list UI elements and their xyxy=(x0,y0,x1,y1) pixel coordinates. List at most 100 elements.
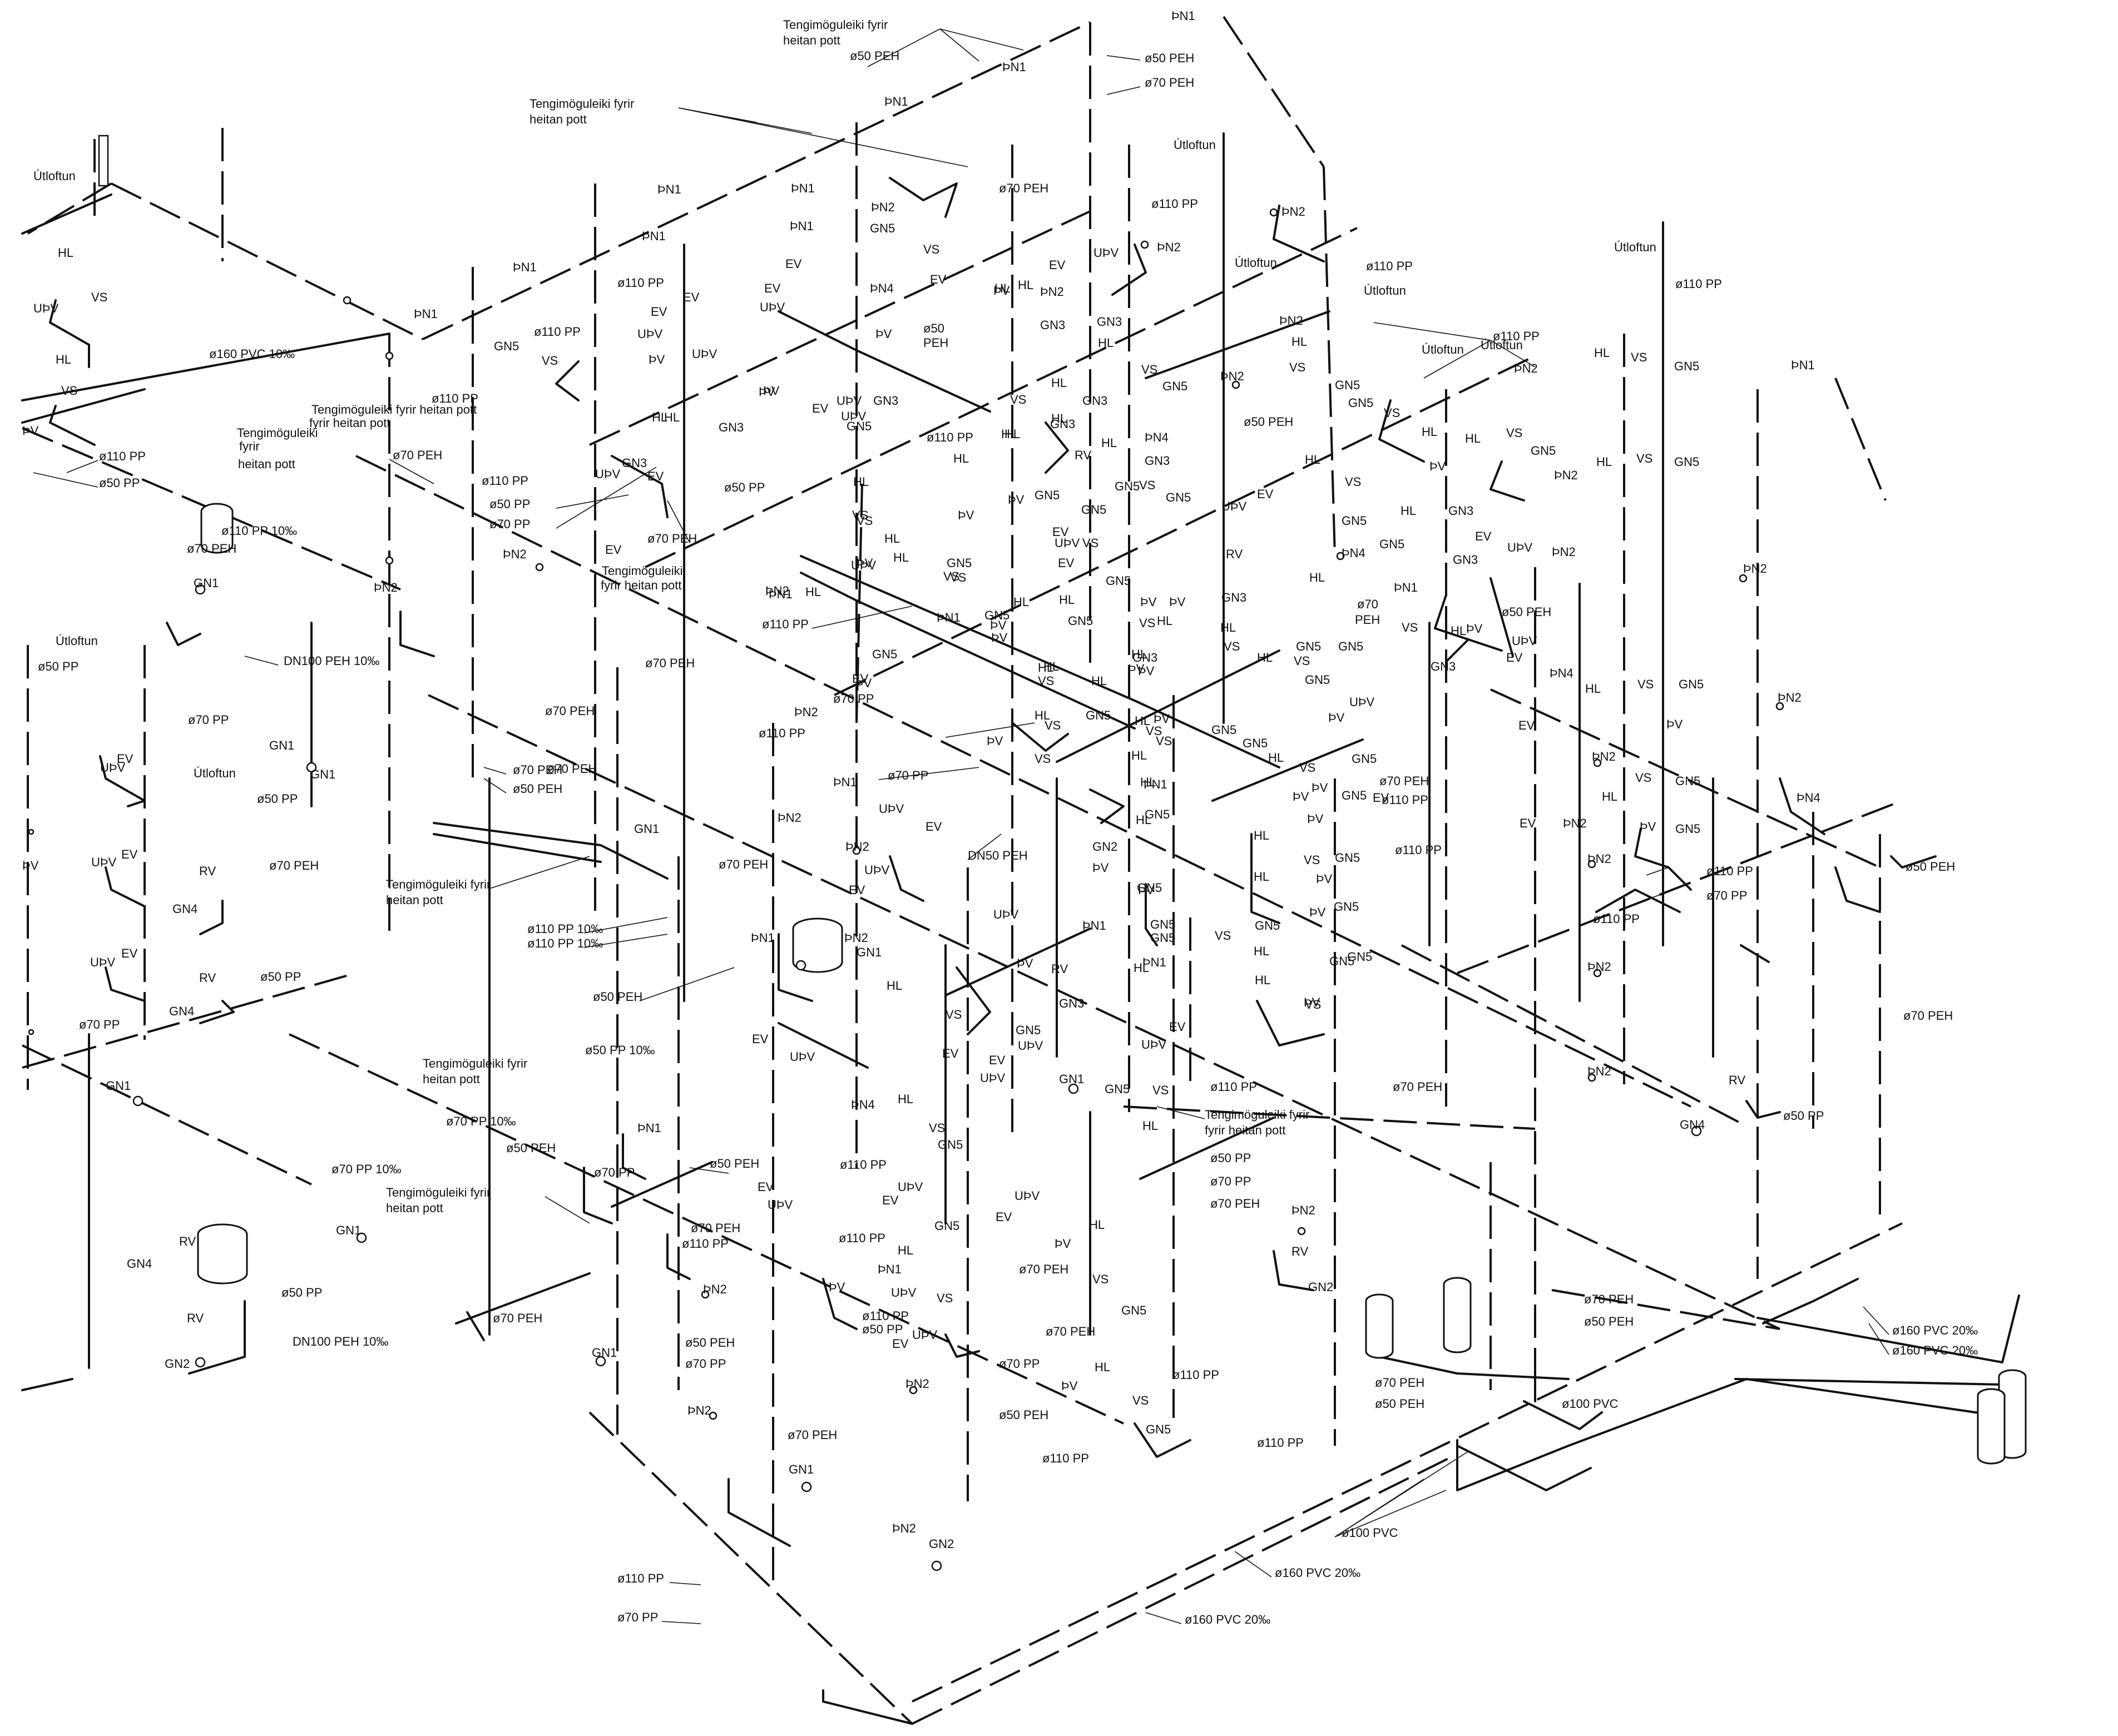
pipe-label: GN5 xyxy=(1675,774,1700,788)
pipe-label: HL xyxy=(652,410,667,424)
pipe-label: ÞV xyxy=(1008,493,1025,507)
pipe-label: GN5 xyxy=(1305,673,1330,687)
pipe-label: heitan pott xyxy=(423,1072,480,1086)
pipe-label: ÞV xyxy=(1055,1237,1071,1251)
pipe-label: ø70 PEH xyxy=(269,859,319,872)
pipe-label: GN5 xyxy=(1162,379,1187,393)
pipe-label: ÞN2 xyxy=(1587,960,1611,974)
pipe-label: ÞN2 xyxy=(1040,285,1064,299)
pipe-label: Tengimöguleiki fyrir xyxy=(386,877,491,891)
pipe-label: HL xyxy=(1254,870,1269,884)
pipe-label: ÞN1 xyxy=(642,229,666,243)
pipe-label: ø70 PEH xyxy=(1046,1325,1095,1338)
pipe-label: ø70 PEH xyxy=(1210,1197,1260,1211)
pipe-label: ÞN1 xyxy=(1394,581,1418,594)
pipe-label: ÞN1 xyxy=(937,611,961,624)
pipe-label: EV xyxy=(930,272,947,286)
pipe-label: GN5 xyxy=(1675,822,1700,836)
pipe-label: ÞN1 xyxy=(1082,919,1106,933)
pipe-label: HL xyxy=(1013,595,1029,609)
pipe-label: ø110 PP xyxy=(1675,277,1722,291)
pipe-label: GN5 xyxy=(1137,881,1162,895)
pipe-label: HL xyxy=(1291,335,1307,349)
pipe-label: UÞV xyxy=(760,300,785,314)
pipe-label: heitan pott xyxy=(386,1201,443,1215)
pipe-label: UÞV xyxy=(912,1328,938,1342)
pipe-label: ÞN1 xyxy=(751,931,775,945)
pipe-label: ø70 PP xyxy=(833,692,874,706)
pipe-label: HL xyxy=(1091,674,1107,688)
pipe-label: Útloftun xyxy=(1364,284,1406,297)
pipe-label: ø100 PVC xyxy=(1562,1397,1619,1411)
pipe-label: GN5 xyxy=(847,419,872,433)
pipe-label: ÞN1 xyxy=(884,95,908,108)
pipe-label: VS xyxy=(1092,1272,1109,1286)
pipe-label: RV xyxy=(199,864,216,878)
pipe-label: GN3 xyxy=(1082,394,1107,408)
pipe-label: ÞV xyxy=(991,631,1008,644)
pipe-label: EV xyxy=(683,290,700,304)
pipe-label: ÞV xyxy=(22,424,39,438)
pipe-label: UÞV xyxy=(864,863,890,877)
pipe-label: VS xyxy=(1224,639,1240,653)
pipe-label: ø110 PP xyxy=(840,1158,887,1172)
pipe-label: ÞN1 xyxy=(791,181,815,195)
pipe-label: UÞV xyxy=(1015,1189,1040,1203)
pipe-label: EV xyxy=(882,1193,899,1207)
pipe-label: VS xyxy=(923,242,939,256)
pipe-label: ø110 PP xyxy=(99,449,146,463)
pipe-label: ÞV xyxy=(1169,595,1186,609)
pipe-label: UÞV xyxy=(1055,536,1080,550)
pipe-label: UÞV xyxy=(692,347,717,361)
pipe-label: GN3 xyxy=(719,420,744,434)
pipe-label: ø50 PP xyxy=(1210,1151,1251,1165)
pipe-label: ø160 PVC 20‰ xyxy=(1275,1566,1360,1580)
pipe-label: ø50 PP xyxy=(257,792,298,806)
pipe-label: UÞV xyxy=(980,1071,1006,1085)
pipe-label: UÞV xyxy=(1512,634,1537,648)
pipe-label: ø110 PP xyxy=(682,1237,729,1251)
pipe-label: ø50 PP 10‰ xyxy=(585,1043,655,1057)
pipe-label: GN5 xyxy=(1243,736,1268,750)
pipe-label: GN5 xyxy=(1348,396,1373,410)
pipe-label: HL xyxy=(1255,973,1270,987)
pipe-label: EV xyxy=(1257,487,1274,501)
pipe-label: UÞV xyxy=(1141,1038,1167,1051)
pipe-label: ø110 PP xyxy=(1395,843,1442,857)
pipe-label: ÞV xyxy=(1466,622,1483,636)
pipe-label: EV xyxy=(1049,258,1066,272)
pipe-label: EV xyxy=(942,1046,959,1060)
pipe-label: heitan pott xyxy=(530,112,587,126)
pipe-label: EV xyxy=(1052,525,1069,539)
pipe-label: HL xyxy=(1131,647,1147,661)
pipe-label: heitan pott xyxy=(783,33,840,47)
pipe-label: ÞN2 xyxy=(1563,816,1587,830)
pipe-label: ÞV xyxy=(958,508,974,522)
pipe-label: ÞN4 xyxy=(851,1098,875,1112)
pipe-label: Útloftun xyxy=(33,169,76,183)
pipe-label: GN1 xyxy=(592,1346,617,1360)
pipe-label: ÞV xyxy=(1092,861,1109,875)
pipe-label: UÞV xyxy=(1093,246,1119,260)
pipe-label: ø50 PP xyxy=(38,659,78,673)
pipe-label: HL xyxy=(1422,425,1437,439)
pipe-label: GN3 xyxy=(1448,504,1473,518)
pipe-label: ø70 PEH xyxy=(1393,1080,1442,1094)
pipe-label: VS xyxy=(1146,724,1162,738)
pipe-label: EV xyxy=(926,820,942,834)
pipe-label: GN1 xyxy=(310,767,335,781)
pipe-label: ÞN2 xyxy=(687,1403,711,1417)
pipe-label: GN5 xyxy=(1674,455,1699,469)
pipe-label: ÞV xyxy=(1429,459,1446,473)
pipe-label: VS xyxy=(950,571,966,584)
pipe-label: GN5 xyxy=(1531,444,1556,458)
pipe-label: HL xyxy=(1465,431,1481,445)
pipe-label: VS xyxy=(1045,718,1061,732)
pipe-label: ø70 PP xyxy=(489,517,530,531)
pipe-label: ÞV xyxy=(1128,662,1145,676)
pipe-label: ÞV xyxy=(1138,664,1155,678)
pipe-label: HL xyxy=(1305,453,1320,467)
pipe-label: UÞV xyxy=(33,301,59,315)
pipe-label: ÞN4 xyxy=(1550,666,1573,680)
pipe-label: GN3 xyxy=(1221,591,1246,604)
